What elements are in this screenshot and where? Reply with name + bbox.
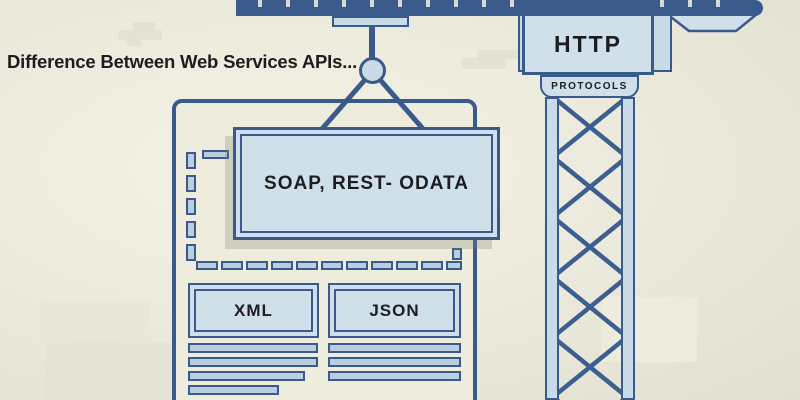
dash-mark	[396, 261, 418, 270]
beam-slit	[454, 0, 458, 7]
tower-rail-left	[545, 97, 559, 400]
tower-rail-right	[621, 97, 635, 400]
dash-mark	[186, 175, 196, 192]
text-line-bar	[188, 371, 305, 381]
background-tetromino	[462, 58, 506, 69]
dash-mark	[186, 221, 196, 238]
background-block	[45, 343, 172, 400]
text-line-bar	[328, 357, 461, 367]
dash-mark	[186, 152, 196, 169]
json-box: JSON	[328, 283, 461, 338]
sign-inner-border	[240, 134, 493, 233]
json-box-inner-border	[334, 289, 455, 332]
beam-slit	[258, 0, 262, 7]
crane-beam	[236, 0, 763, 16]
beam-slit	[398, 0, 402, 7]
beam-slit	[286, 0, 290, 7]
json-label: JSON	[369, 300, 420, 320]
protocols-box: PROTOCOLS	[540, 75, 639, 98]
dash-mark	[186, 198, 196, 215]
background-block	[40, 302, 150, 345]
page-title: Difference Between Web Services APIs...	[7, 51, 358, 72]
soap-rest-odata-sign: SOAP, REST- ODATA	[233, 127, 500, 240]
dash-mark	[421, 261, 443, 270]
dash-mark	[202, 150, 229, 159]
beam-slit	[716, 0, 720, 7]
dash-mark	[186, 244, 196, 261]
text-line-bar	[188, 343, 318, 353]
dash-mark	[221, 261, 243, 270]
beam-slit	[426, 0, 430, 7]
dash-mark	[371, 261, 393, 270]
background-block	[602, 297, 697, 362]
background-tetromino	[118, 30, 162, 40]
crane-trolley	[332, 16, 409, 27]
beam-slit	[370, 0, 374, 7]
http-box: HTTP	[522, 13, 654, 75]
background-tetromino	[126, 39, 142, 46]
beam-slit	[482, 0, 486, 7]
text-line-bar	[328, 343, 461, 353]
dash-mark	[346, 261, 368, 270]
background-tetromino	[133, 22, 155, 31]
crane-pulley-icon	[359, 57, 386, 84]
xml-label: XML	[234, 300, 273, 320]
text-line-bar	[188, 357, 318, 367]
xml-box-inner-border	[194, 289, 313, 332]
xml-box: XML	[188, 283, 319, 338]
dash-mark	[446, 261, 462, 270]
dash-mark	[196, 261, 218, 270]
dash-mark	[271, 261, 293, 270]
dash-mark	[296, 261, 318, 270]
background-tetromino	[478, 50, 520, 59]
crane-cable	[369, 26, 375, 62]
beam-slit	[660, 0, 664, 7]
text-line-bar	[328, 371, 461, 381]
beam-slit	[314, 0, 318, 7]
crane-hopper	[663, 12, 761, 33]
beam-slit	[510, 0, 514, 7]
beam-slit	[342, 0, 346, 7]
dash-mark	[246, 261, 268, 270]
text-line-bar	[188, 385, 279, 395]
dash-mark	[452, 248, 462, 260]
dash-mark	[321, 261, 343, 270]
sign-label: SOAP, REST- ODATA	[264, 172, 469, 194]
beam-slit	[688, 0, 692, 7]
